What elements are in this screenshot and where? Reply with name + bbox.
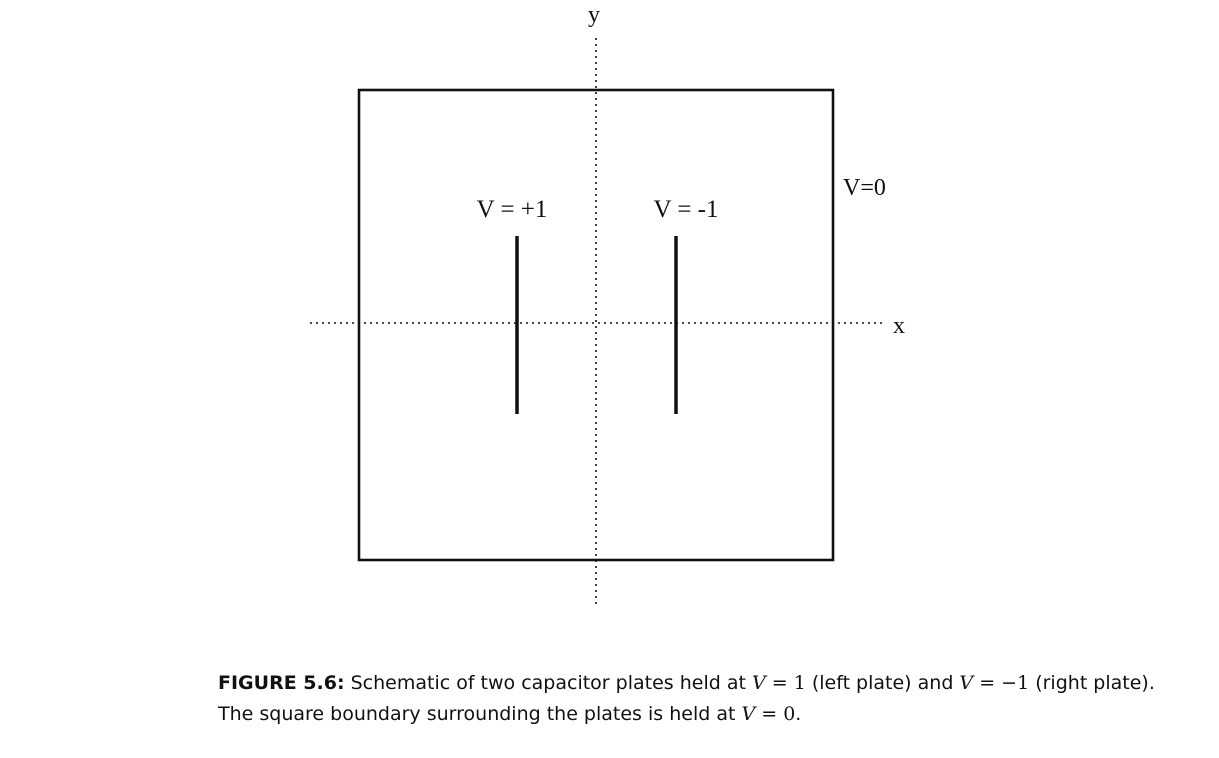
caption-line-1: FIGURE 5.6: Schematic of two capacitor p… [218,668,1208,699]
caption-text: . [795,703,802,725]
axis-y-label: y [588,2,600,28]
caption-math-var: V [751,672,766,694]
boundary-label: V=0 [843,175,886,201]
caption-math-var: V [959,672,974,694]
left-plate-label: V = +1 [477,196,548,223]
figure-caption: FIGURE 5.6: Schematic of two capacitor p… [218,668,1208,730]
caption-text: The square boundary surrounding the plat… [218,703,742,725]
caption-math-eq: = 0 [755,703,796,725]
axis-x-label: x [893,313,905,339]
caption-text: (left plate) and [805,672,960,694]
capacitor-diagram: y x V = +1 V = -1 V=0 [310,2,905,608]
right-plate-label: V = -1 [653,196,718,223]
caption-math-eq: = 1 [765,672,806,694]
caption-text: Schematic of two capacitor plates held a… [344,672,752,694]
caption-label: FIGURE 5.6: [218,672,345,694]
caption-math-var: V [741,703,756,725]
caption-math-eq: = −1 [973,672,1030,694]
caption-text: (right plate). [1029,672,1155,694]
boundary-square [357,88,835,562]
caption-line-2: The square boundary surrounding the plat… [218,699,1208,730]
